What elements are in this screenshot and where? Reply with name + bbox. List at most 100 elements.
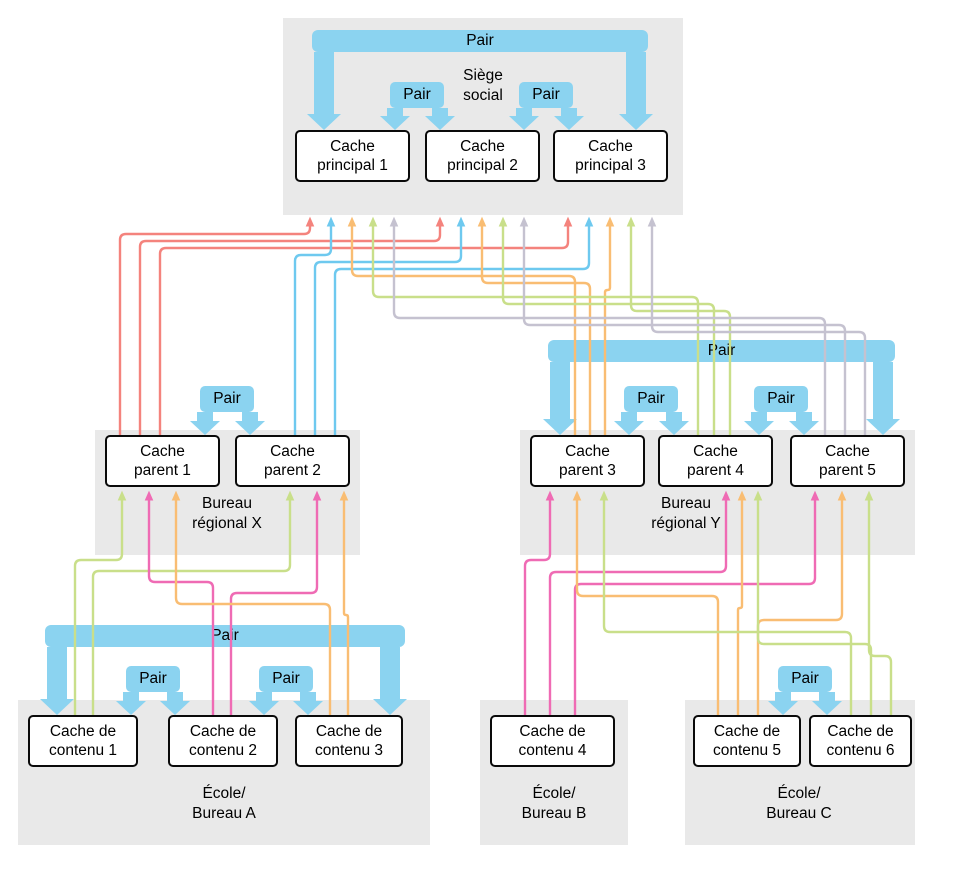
pair-arrow-icon [554,116,584,130]
pair-arrow-icon [768,701,798,715]
pair-arrow-icon [235,421,265,435]
pair-connector-label: Pair [200,386,254,412]
route-cache-parent-3-to-cache-principal-3 [603,216,615,435]
node-label-line: Cache de [827,723,894,740]
node-label-line: Cache [140,443,185,460]
route-cache-parent-2-to-cache-principal-2 [313,216,466,435]
node-label-line: Cache de [315,723,383,740]
pair-arrow-icon [293,701,323,715]
route-cache-parent-2-to-cache-principal-1 [293,216,336,435]
label-ecole-bureau-c: École/ Bureau C [766,784,831,824]
pair-connector-label: Pair [754,386,808,412]
node-cache-de-contenu-2: Cache de contenu 2 [168,715,278,767]
pair-connector-leg [123,692,139,701]
route-cache-parent-3-to-cache-principal-2 [477,216,592,435]
label-line: régional X [192,515,262,532]
node-cache-de-contenu-3: Cache de contenu 3 [295,715,403,767]
node-label-line: contenu 4 [518,742,587,759]
pair-arrow-icon [619,114,653,130]
pair-connector-leg [314,52,334,114]
label-line: régional Y [651,515,721,532]
pair-arrow-icon [509,116,539,130]
node-cache-parent-1: Cache parent 1 [105,435,220,487]
route-cache-parent-3-to-cache-principal-1 [347,216,577,435]
pair-connector-leg [47,647,67,699]
node-label-line: Cache de [713,723,781,740]
pair-arrow-icon [812,701,842,715]
pair-arrow-icon [614,421,644,435]
pair-connector-leg [197,412,213,421]
node-label-line: Cache [588,138,633,155]
label-line: École/ [777,785,821,802]
node-cache-parent-2: Cache parent 2 [235,435,350,487]
pair-arrow-icon [40,699,74,715]
pair-connector-bar: Pair [45,625,405,647]
label-line: Bureau A [192,805,256,822]
pair-connector-label: Pair [519,82,573,108]
node-label-line: contenu 5 [712,742,782,759]
pair-connector-leg [256,692,272,701]
pair-arrow-icon [380,116,410,130]
label-bureau-regional-x: Bureau régional X [192,494,262,534]
pair-arrow-icon [789,421,819,435]
label-siege-social: Siège social [463,66,503,106]
label-line: Bureau C [766,805,832,822]
node-label-line: contenu 3 [314,742,384,759]
node-cache-principal-1: Cache principal 1 [295,130,410,182]
pair-arrow-icon [307,114,341,130]
node-cache-parent-3: Cache parent 3 [530,435,645,487]
pair-connector-leg [751,412,767,421]
node-label-line: Cache [330,138,375,155]
pair-connector-leg [550,362,570,419]
pair-arrow-icon [373,699,407,715]
node-cache-de-contenu-1: Cache de contenu 1 [28,715,138,767]
label-ecole-bureau-a: École/ Bureau A [192,784,256,824]
node-label-line: Cache [460,138,505,155]
pair-connector-leg [432,108,448,116]
label-bureau-regional-y: Bureau régional Y [651,494,721,534]
node-cache-principal-2: Cache principal 2 [425,130,540,182]
label-line: social [463,87,503,104]
pair-connector-leg [561,108,577,116]
node-label-line: Cache de [189,723,257,740]
node-label-line: principal 2 [447,157,518,174]
route-cache-parent-4-to-cache-principal-2 [498,216,716,435]
pair-connector-leg [387,108,403,116]
node-cache-principal-3: Cache principal 3 [553,130,668,182]
node-label-line: principal 3 [575,157,646,174]
route-cache-parent-1-to-cache-principal-2 [138,216,445,435]
node-label-line: Cache de [519,723,586,740]
node-label-line: contenu 2 [188,742,258,759]
pair-arrow-icon [659,421,689,435]
pair-connector-bar: Pair [312,30,648,52]
label-line: École/ [202,785,246,802]
pair-connector-label: Pair [778,666,832,692]
node-cache-de-contenu-5: Cache de contenu 5 [693,715,801,767]
node-label-line: Cache [565,443,610,460]
node-label-line: Cache [693,443,738,460]
pair-arrow-icon [744,421,774,435]
node-label-line: parent 2 [264,462,321,479]
pair-connector-leg [380,647,400,699]
label-ecole-bureau-b: École/ Bureau B [522,784,587,824]
pair-connector-leg [167,692,183,701]
pair-arrow-icon [543,419,577,435]
pair-connector-leg [300,692,316,701]
node-label-line: parent 3 [559,462,616,479]
pair-arrow-icon [249,701,279,715]
pair-connector-leg [666,412,682,421]
label-line: Bureau [661,495,711,512]
node-label-line: Cache [825,443,870,460]
node-label-line: parent 5 [819,462,876,479]
pair-connector-leg [819,692,835,701]
pair-connector-leg [775,692,791,701]
node-label-line: contenu 1 [48,742,118,759]
pair-connector-bar: Pair [548,340,895,362]
node-label-line: parent 1 [134,462,191,479]
node-cache-parent-5: Cache parent 5 [790,435,905,487]
node-label-line: Cache de [49,723,117,740]
label-line: Bureau [202,495,252,512]
node-label-line: contenu 6 [826,742,895,759]
label-line: Bureau B [521,805,587,822]
